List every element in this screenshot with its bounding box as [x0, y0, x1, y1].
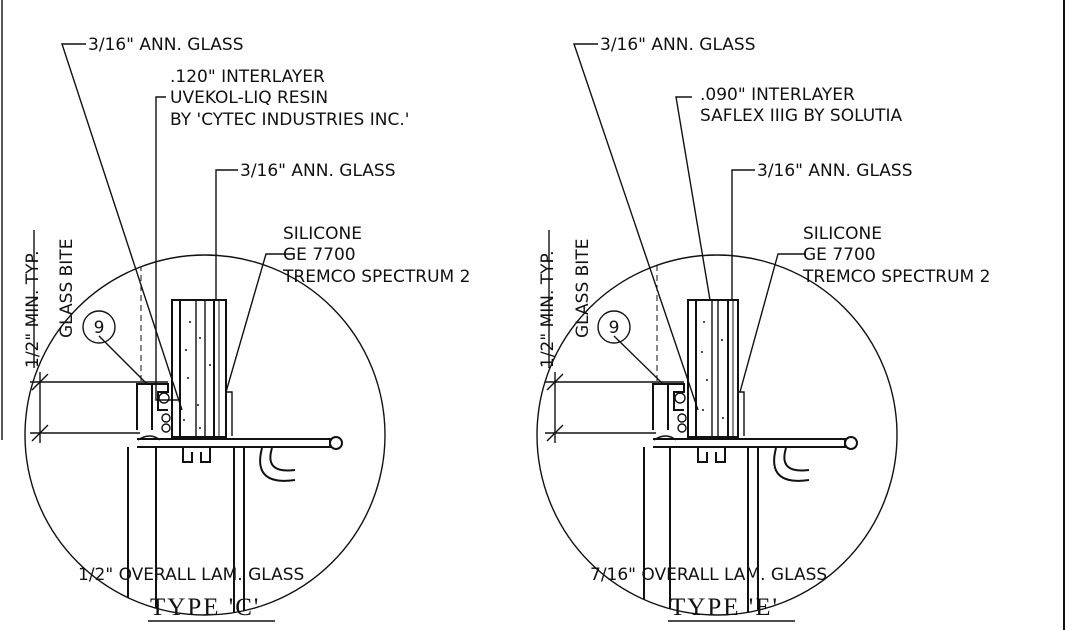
bite-label-line1: 1/2" MIN. TYP. — [23, 250, 43, 368]
label-sealant-3: TREMCO SPECTRUM 2 — [802, 267, 990, 287]
label-outer-glass: 3/16" ANN. GLASS — [600, 35, 756, 55]
leaders — [61, 43, 294, 411]
label-inner-glass: 3/16" ANN. GLASS — [240, 161, 396, 181]
callout-bubble — [82, 310, 116, 344]
bite-dimension: 1/2" MIN. TYP. GLASS BITE — [538, 230, 684, 443]
detail-type-c: 1/2" MIN. TYP. GLASS BITE 9 3/16" ANN. G… — [23, 35, 470, 622]
label-sealant-3: TREMCO SPECTRUM 2 — [282, 267, 470, 287]
frame-extrusion — [127, 383, 343, 615]
label-interlayer-1: .120" INTERLAYER — [170, 67, 325, 87]
label-interlayer-1: .090" INTERLAYER — [700, 85, 855, 105]
detail-circle — [24, 254, 386, 616]
label-interlayer-2: UVEKOL-LIQ RESIN — [170, 88, 328, 108]
detail-title: TYPE 'C' — [150, 594, 260, 621]
callout-bubble — [597, 310, 631, 344]
laminated-glass-section — [171, 299, 227, 438]
label-interlayer-2: SAFLEX IIIG BY SOLUTIA — [700, 106, 903, 126]
label-inner-glass: 3/16" ANN. GLASS — [757, 161, 913, 181]
bite-label-line1: 1/2" MIN. TYP. — [538, 250, 558, 368]
section-geometry — [127, 255, 343, 615]
callout-number: 9 — [609, 318, 620, 338]
bite-dimension: 1/2" MIN. TYP. GLASS BITE — [23, 230, 168, 443]
label-sealant-2: GE 7700 — [803, 245, 876, 265]
section-geometry — [643, 255, 858, 615]
label-outer-glass: 3/16" ANN. GLASS — [88, 35, 244, 55]
laminated-glass-section — [687, 299, 739, 438]
label-sealant-1: SILICONE — [803, 224, 882, 244]
label-overall-thickness: 7/16" OVERALL LAM. GLASS — [590, 565, 827, 585]
bite-label-line2: GLASS BITE — [57, 239, 77, 338]
detail-title: TYPE 'E' — [670, 594, 779, 621]
detail-type-e: 1/2" MIN. TYP. GLASS BITE 9 3/16" ANN. G… — [536, 35, 990, 622]
leaders — [573, 43, 806, 411]
frame-extrusion — [643, 383, 858, 615]
label-interlayer-3: BY 'CYTEC INDUSTRIES INC.' — [170, 110, 409, 130]
bite-label-line2: GLASS BITE — [573, 239, 593, 338]
callout-number: 9 — [94, 318, 105, 338]
glazing-gasket — [148, 383, 233, 436]
label-sealant-1: SILICONE — [283, 224, 362, 244]
detail-circle — [536, 254, 898, 616]
label-sealant-2: GE 7700 — [283, 245, 356, 265]
label-overall-thickness: 1/2" OVERALL LAM. GLASS — [78, 565, 304, 585]
